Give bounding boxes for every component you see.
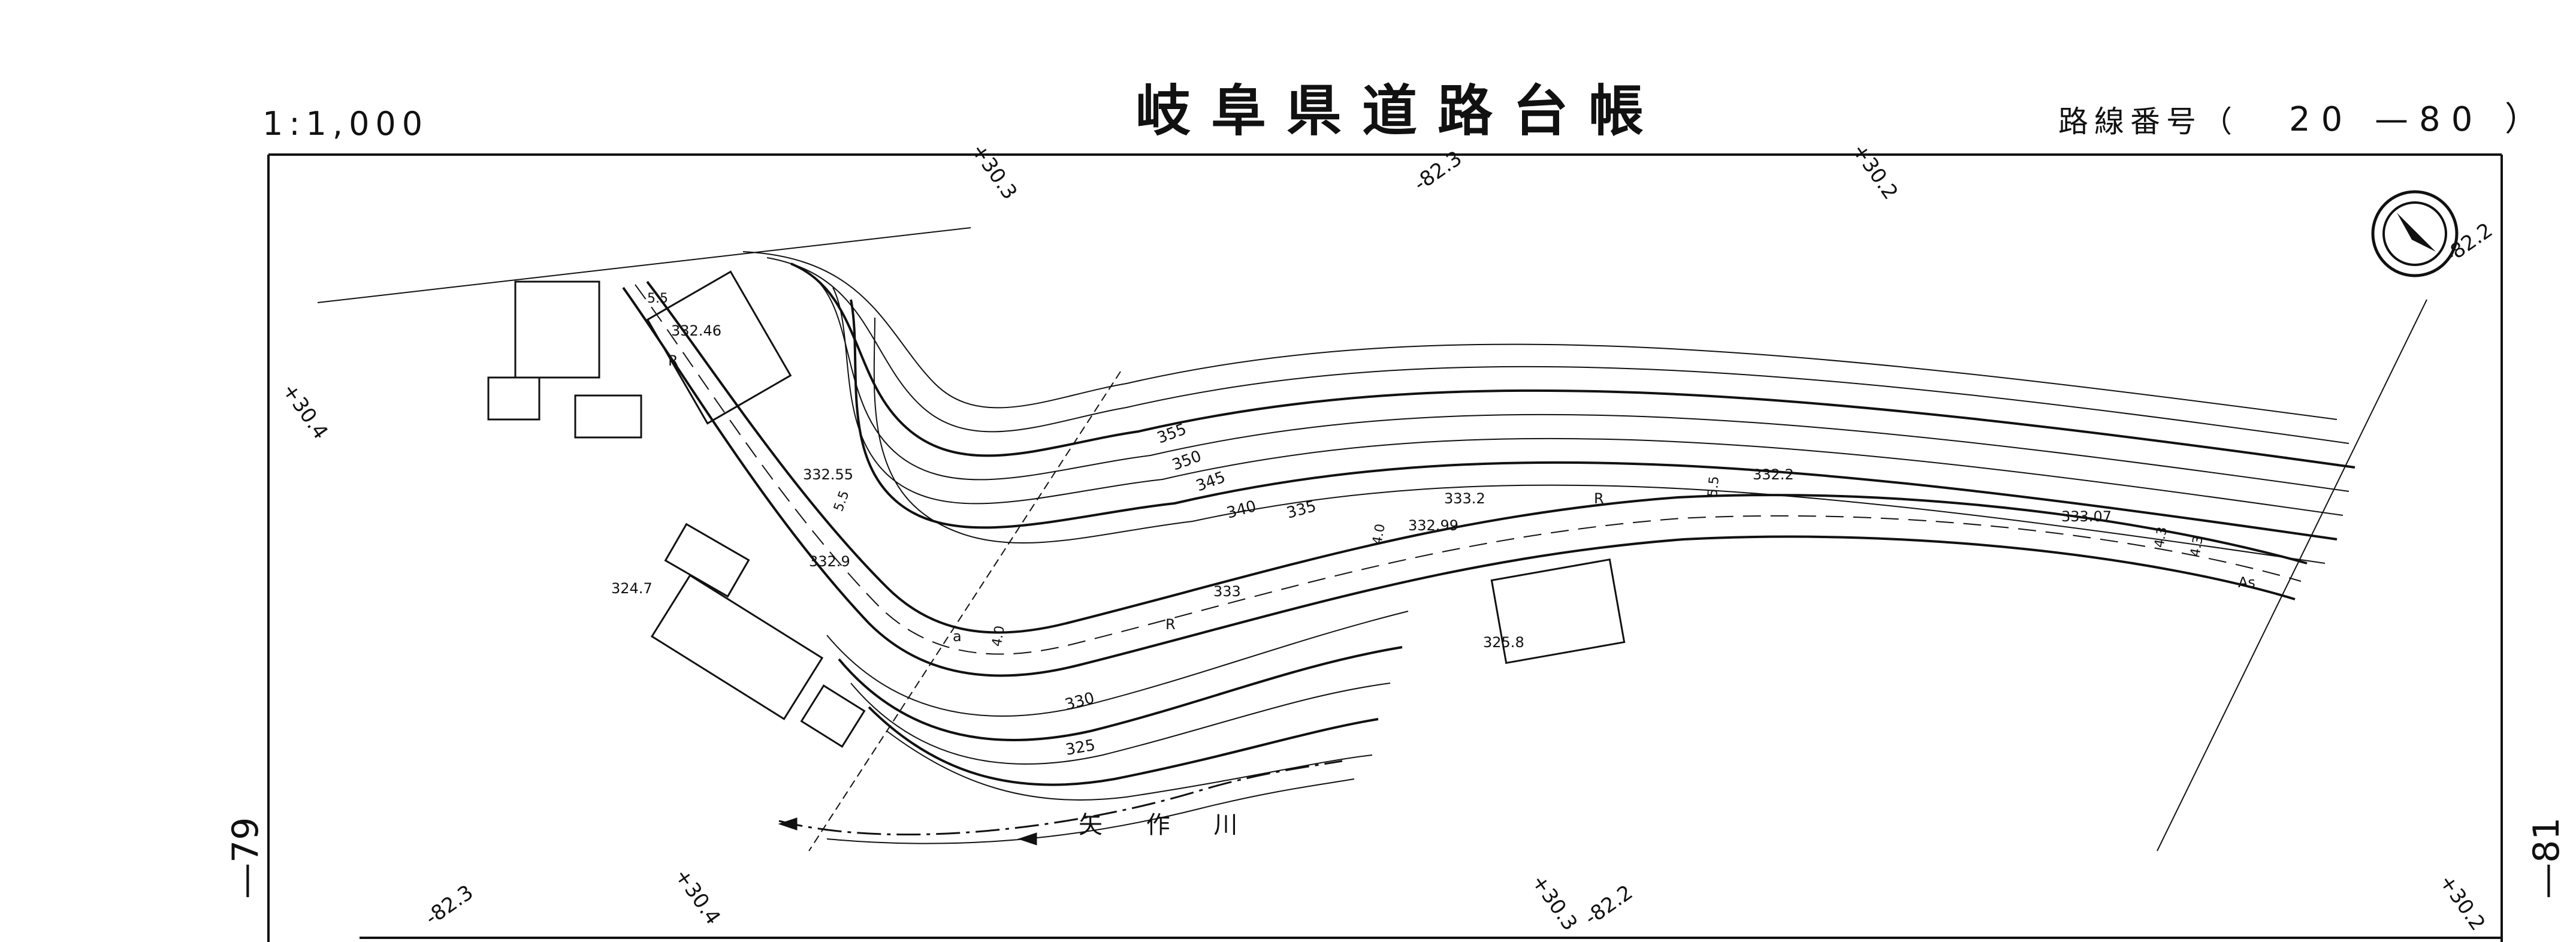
building — [514, 280, 600, 379]
contour-label: 325 — [1064, 736, 1097, 759]
road-width-label: 5.5 — [647, 291, 668, 306]
road-width-labels: 5.5 5.5 4.0 4.0 5.5 4.3 4.3 — [647, 291, 2206, 648]
road-width-label: 4.0 — [989, 624, 1008, 648]
building — [1490, 558, 1626, 665]
north-arrow-inner — [2382, 201, 2447, 266]
contour-line — [790, 262, 2355, 469]
road-width-label: 5.5 — [831, 489, 852, 514]
contour-line — [850, 299, 2338, 541]
contour-label: 350 — [1170, 447, 1204, 474]
elevation-label: 325.8 — [1483, 634, 1524, 651]
contour-line — [832, 287, 2344, 516]
route-number-close: ） — [2505, 100, 2538, 139]
road-edge-upper — [646, 280, 2308, 634]
elevation-label: 332.2 — [1753, 466, 1794, 483]
road-width-label: 5.5 — [1705, 475, 1722, 497]
road-mark: R — [1165, 616, 1176, 633]
upper-contours — [742, 251, 2355, 564]
contour-label: 345 — [1194, 468, 1228, 495]
north-arrow-icon — [2371, 190, 2459, 277]
river-bank — [826, 778, 1355, 844]
building — [646, 270, 792, 425]
coord-left: +30.4 — [277, 379, 333, 443]
north-arrow-outer — [2371, 190, 2459, 277]
contour-label: 355 — [1155, 420, 1189, 447]
section-line — [808, 371, 1121, 852]
road-edge-lower — [622, 286, 2296, 677]
elevation-label: 333.07 — [2061, 508, 2112, 525]
road-width-label: 4.0 — [1370, 523, 1388, 546]
north-arrow-pointer — [2397, 213, 2436, 252]
road-mark: As — [2238, 574, 2255, 591]
coord-top-right: -82.2 — [2440, 218, 2497, 268]
road-mark: R — [1594, 490, 1604, 507]
map-title: 岐阜県道路台帳 — [1136, 79, 1665, 143]
route-number-value: 20 —80 — [2289, 100, 2484, 139]
map-frame — [267, 153, 2503, 942]
elevation-label: 332.9 — [809, 553, 850, 570]
coord-bottom-1: -82.3 — [421, 880, 478, 930]
contour-label: 340 — [1225, 497, 1258, 523]
building — [800, 684, 866, 748]
contour-line — [868, 706, 1379, 786]
coord-top-1: +30.3 — [967, 139, 1022, 204]
elevation-label: 332.99 — [1408, 517, 1458, 534]
contour-line — [811, 275, 2349, 492]
contour-line — [742, 251, 2338, 420]
contour-line — [850, 683, 1391, 765]
map-scale: 1:1,000 — [262, 105, 429, 143]
contour-line — [886, 730, 1373, 801]
coord-bottom-2: +30.4 — [670, 864, 726, 929]
road-width-label: 4.3 — [2188, 535, 2206, 558]
road-marks: R R R a As — [668, 352, 2255, 645]
flow-arrow-icon — [1017, 832, 1037, 846]
road — [622, 280, 2308, 677]
contour-label: 335 — [1285, 497, 1318, 523]
boundary-line — [2157, 299, 2427, 852]
road-mark: R — [668, 352, 678, 369]
coord-bottom-3: +30.3 — [1527, 870, 1583, 935]
coord-top-3: +30.2 — [1847, 139, 1903, 204]
elevation-label: 333.2 — [1444, 490, 1485, 507]
river-label: 矢 作 川 — [1079, 811, 1255, 839]
river-bank — [778, 760, 1343, 836]
elevation-label: 332.55 — [803, 466, 853, 483]
flow-arrow-icon — [778, 817, 798, 831]
building-large — [650, 574, 824, 720]
contour-line — [826, 611, 1409, 717]
contour-line — [766, 257, 2349, 444]
building — [487, 376, 540, 421]
elevation-label: 324.7 — [611, 580, 653, 597]
route-number-label: 路線番号（ — [2058, 104, 2238, 139]
road-mark: a — [953, 628, 962, 645]
contour-label: 330 — [1063, 689, 1097, 714]
elevation-label: 333 — [1213, 583, 1241, 600]
coord-bottom-5: +30.2 — [2435, 870, 2490, 935]
building — [574, 394, 642, 439]
elevation-label: 332.46 — [671, 322, 721, 339]
coord-bottom-4: -82.2 — [1580, 880, 1637, 930]
contour-line — [873, 317, 2326, 564]
buildings — [487, 270, 1626, 748]
contour-line — [838, 646, 1403, 741]
lower-contours — [826, 611, 1409, 801]
boundary-lines — [317, 227, 2427, 852]
elevation-labels: 332.46 332.55 332.9 324.7 333.2 332.99 3… — [611, 322, 2112, 651]
road-centerline — [635, 284, 2302, 655]
boundary-line — [317, 227, 971, 303]
river — [778, 760, 1355, 846]
road-width-label: 4.3 — [2152, 526, 2170, 549]
